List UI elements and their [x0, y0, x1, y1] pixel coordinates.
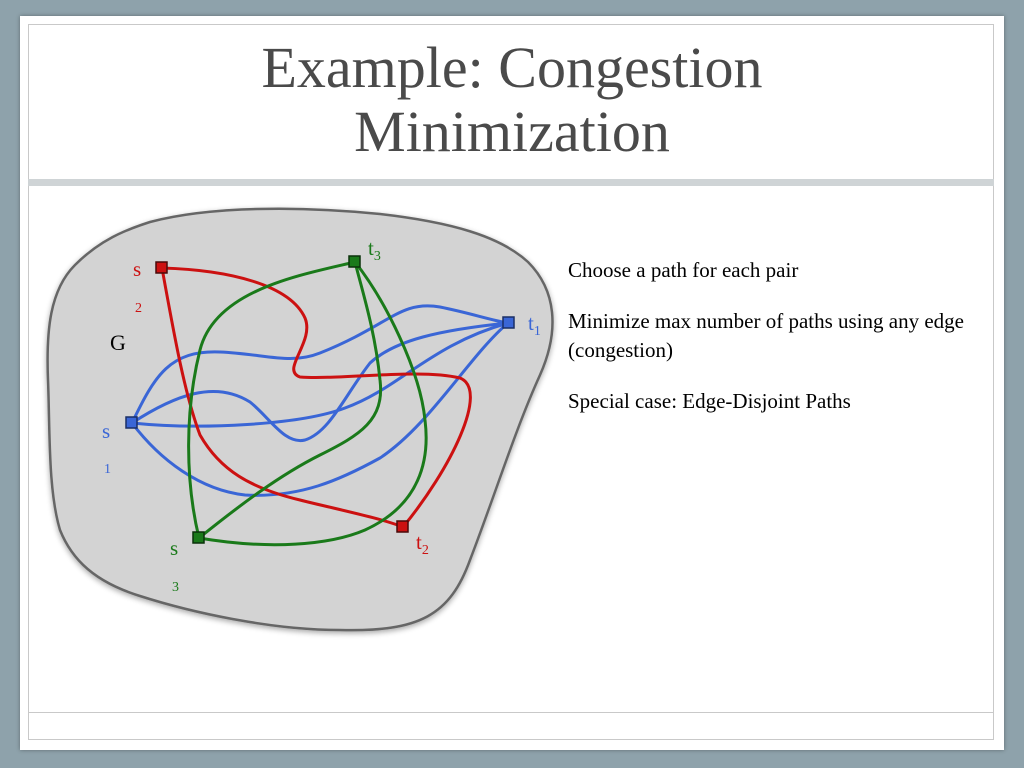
path-s3-t3-c [198, 261, 428, 547]
node-s3 [192, 531, 205, 544]
title-divider [28, 179, 994, 186]
label-t3: t3 [368, 236, 381, 264]
title-line-2: Minimization [354, 99, 670, 164]
node-t1 [502, 316, 515, 329]
footer-divider [28, 712, 994, 713]
paths-pair-1 [130, 304, 509, 497]
path-s1-t1-c [131, 321, 509, 428]
bullet-special-case: Special case: Edge-Disjoint Paths [568, 389, 851, 413]
path-s1-t1-d [130, 321, 509, 497]
path-s2-t2-a [161, 266, 472, 528]
path-s3-t3-b [198, 261, 383, 540]
label-s3: s [170, 536, 178, 560]
bullet-list: Choose a path for each pair Minimize max… [568, 256, 988, 438]
path-s1-t1-b [131, 321, 509, 443]
path-s1-t1-a [130, 304, 509, 424]
path-s2-t2-b [160, 267, 404, 529]
label-t1-base: t [528, 311, 534, 335]
label-t2: t2 [416, 530, 429, 558]
label-t1-sub: 1 [534, 324, 541, 339]
node-t2 [396, 520, 409, 533]
label-s2: s [133, 257, 141, 281]
label-t2-sub: 2 [422, 543, 429, 558]
label-s3-sub: 3 [172, 580, 179, 595]
bullet-minimize-congestion: Minimize max number of paths using any e… [568, 309, 964, 362]
label-t3-base: t [368, 236, 374, 260]
path-s3-t3-a [187, 260, 356, 539]
title-line-1: Example: Congestion [261, 35, 763, 100]
label-s2-sub: 2 [135, 301, 142, 316]
node-s1 [125, 416, 138, 429]
paths-pair-2 [160, 266, 472, 529]
bullet-choose-path: Choose a path for each pair [568, 258, 799, 282]
label-s1: s [102, 419, 110, 443]
slide-frame [28, 24, 994, 740]
label-t3-sub: 3 [374, 249, 381, 264]
node-s2 [155, 261, 168, 274]
node-t3 [348, 255, 361, 268]
label-t1: t1 [528, 311, 541, 339]
paths-pair-3 [187, 260, 428, 547]
graph-label: G [110, 330, 126, 355]
label-s1-sub: 1 [104, 462, 111, 477]
label-t2-base: t [416, 530, 422, 554]
slide-title: Example: Congestion Minimization [20, 36, 1004, 164]
